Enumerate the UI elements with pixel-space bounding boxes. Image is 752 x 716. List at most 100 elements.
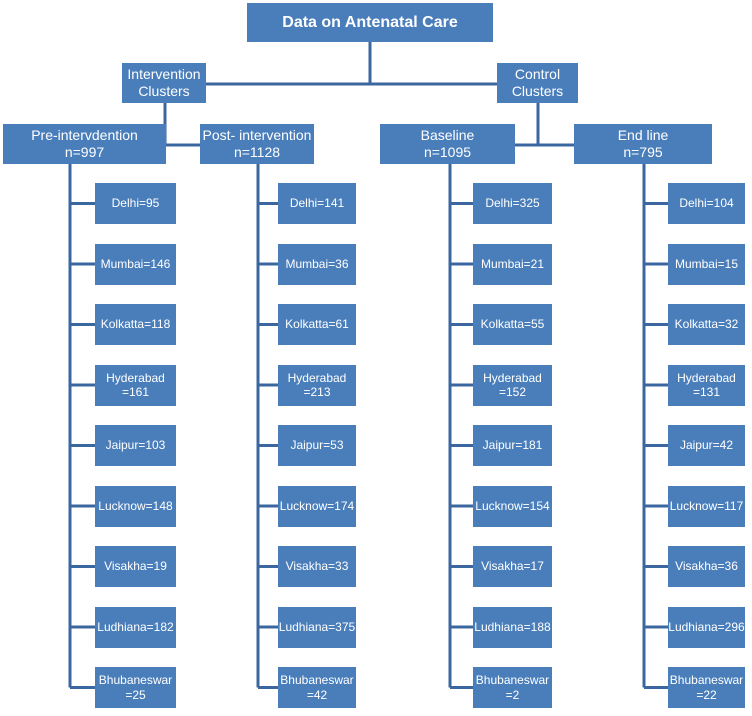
city-count-label: Delhi=95 (111, 196, 160, 211)
city-count-label: Bhubaneswar (669, 673, 744, 688)
root-title-box: Data on Antenatal Care (247, 3, 493, 42)
cluster-label-line1: Intervention (127, 66, 201, 83)
city-count-box: Hyderabad=213 (278, 364, 356, 406)
city-count-box: Visakha=33 (278, 546, 356, 587)
city-count-label: Ludhiana=375 (278, 619, 356, 634)
city-count-label: =213 (303, 385, 331, 399)
city-count-box: Hyderabad=161 (95, 364, 176, 406)
group-count: n=1128 (233, 144, 281, 160)
city-count-box: Bhubaneswar=22 (668, 667, 745, 708)
city-count-label: Jaipur=42 (679, 438, 734, 453)
city-count-box: Jaipur=53 (278, 425, 356, 466)
city-count-label: Lucknow=154 (475, 498, 550, 513)
city-count-box: Hyderabad=152 (473, 364, 552, 406)
city-count-label: Kolkatta=55 (480, 317, 545, 332)
city-count-box: Lucknow=174 (278, 485, 356, 527)
city-count-box: Lucknow=154 (473, 485, 552, 527)
city-count-box: Delhi=325 (473, 183, 552, 224)
group-label: Pre-intervdention (31, 127, 138, 144)
group-label: Baseline (420, 127, 475, 144)
city-count-label: Visakha=33 (285, 559, 349, 574)
city-count-box: Lucknow=148 (95, 485, 176, 527)
city-count-label: Bhubaneswar (475, 673, 550, 688)
city-count-box: Hyderabad=131 (668, 364, 745, 406)
group-count: n=997 (64, 144, 105, 160)
city-count-label: Jaipur=181 (482, 438, 543, 453)
city-count-box: Bhubaneswar=25 (95, 667, 176, 708)
city-count-label: Delhi=325 (485, 196, 540, 211)
city-count-box: Kolkatta=118 (95, 304, 176, 345)
post-intervention-box: Post- intervention n=1128 (200, 124, 314, 164)
city-count-label: Kolkatta=32 (674, 317, 739, 332)
city-count-box: Ludhiana=375 (278, 606, 356, 648)
city-count-box: Mumbai=15 (668, 243, 745, 285)
city-count-box: Jaipur=181 (473, 425, 552, 466)
city-count-label: Lucknow=117 (669, 498, 744, 513)
city-count-box: Jaipur=103 (95, 425, 176, 466)
city-count-label: Mumbai=36 (285, 256, 349, 271)
city-count-box: Bhubaneswar=2 (473, 667, 552, 708)
city-count-label: Jaipur=103 (105, 438, 166, 453)
group-label: End line (617, 127, 669, 144)
city-count-box: Mumbai=36 (278, 243, 356, 285)
intervention-clusters-box: Intervention Clusters (122, 63, 206, 103)
city-count-label: Hyderabad (287, 370, 347, 385)
root-title: Data on Antenatal Care (282, 13, 458, 31)
city-count-label: Bhubaneswar (280, 673, 354, 688)
city-count-label: Hyderabad (677, 370, 736, 385)
city-count-label: Bhubaneswar (98, 673, 173, 688)
city-count-label: =42 (306, 687, 328, 702)
city-count-label: Mumbai=21 (480, 256, 545, 271)
city-count-box: Visakha=36 (668, 546, 745, 587)
city-count-box: Visakha=17 (473, 546, 552, 587)
city-count-box: Visakha=19 (95, 546, 176, 587)
city-count-label: Kolkatta=61 (285, 317, 349, 332)
city-count-label: Visakha=17 (481, 559, 544, 574)
city-count-label: Kolkatta=118 (100, 317, 171, 332)
city-count-label: =161 (121, 385, 150, 399)
cluster-label-line2: Clusters (511, 83, 564, 99)
city-count-box: Ludhiana=296 (668, 606, 745, 648)
city-count-label: =2 (505, 687, 520, 702)
city-count-label: Hyderabad (106, 370, 165, 385)
city-count-box: Kolkatta=32 (668, 304, 745, 345)
city-count-label: Mumbai=146 (100, 256, 171, 271)
control-clusters-box: Control Clusters (497, 63, 578, 103)
city-count-label: Hyderabad (483, 370, 542, 385)
city-count-box: Delhi=141 (278, 183, 356, 224)
city-count-label: Delhi=141 (289, 196, 345, 211)
group-label: Post- intervention (202, 127, 312, 144)
city-count-box: Ludhiana=182 (95, 606, 176, 648)
city-count-label: =22 (696, 687, 717, 702)
city-count-box: Delhi=104 (668, 183, 745, 224)
city-count-label: Visakha=19 (104, 559, 167, 574)
city-count-box: Jaipur=42 (668, 425, 745, 466)
city-count-box: Lucknow=117 (668, 485, 745, 527)
cluster-label-line1: Control (514, 66, 561, 83)
city-count-box: Kolkatta=55 (473, 304, 552, 345)
city-count-box: Kolkatta=61 (278, 304, 356, 345)
city-count-box: Delhi=95 (95, 183, 176, 224)
city-count-label: Ludhiana=296 (668, 619, 745, 634)
end-line-box: End line n=795 (574, 124, 712, 164)
city-count-label: Lucknow=174 (279, 498, 355, 513)
city-count-label: Mumbai=15 (674, 256, 739, 271)
city-count-label: Ludhiana=182 (97, 619, 174, 634)
city-count-label: Ludhiana=188 (474, 619, 551, 634)
baseline-box: Baseline n=1095 (380, 124, 515, 164)
city-count-label: =152 (498, 385, 527, 399)
city-count-label: Jaipur=53 (290, 438, 344, 453)
city-count-box: Mumbai=146 (95, 243, 176, 285)
group-count: n=1095 (423, 144, 472, 160)
city-count-label: Visakha=36 (675, 559, 738, 574)
city-count-box: Mumbai=21 (473, 243, 552, 285)
city-count-label: Lucknow=148 (98, 498, 173, 513)
group-count: n=795 (623, 144, 663, 160)
city-count-box: Ludhiana=188 (473, 606, 552, 648)
city-count-box: Bhubaneswar=42 (278, 667, 356, 708)
cluster-label-line2: Clusters (138, 83, 190, 99)
city-count-label: =131 (692, 385, 721, 399)
city-count-label: Delhi=104 (679, 196, 734, 211)
pre-intervention-box: Pre-intervdention n=997 (3, 124, 166, 164)
